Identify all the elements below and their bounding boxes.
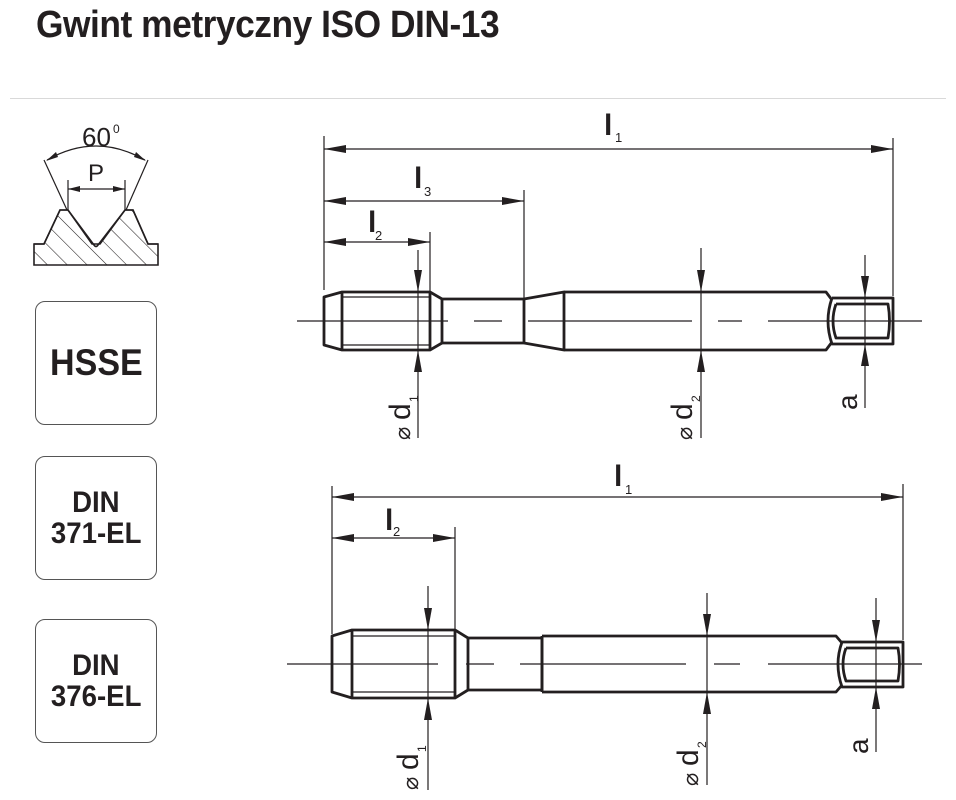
d1-label: d <box>384 403 417 420</box>
tap-din-376-drawing: l 1 l 2 ⌀ d 1 ⌀ d 2 a <box>287 460 922 790</box>
d2-diameter-symbol: ⌀ <box>672 427 697 440</box>
badge-din-376-line2: 376-EL <box>50 680 142 713</box>
badge-hsse-label: HSSE <box>49 341 143 383</box>
neck-section <box>442 297 526 345</box>
l3-label: l <box>414 162 422 195</box>
a-label: a <box>832 394 863 410</box>
d2-diameter-symbol: ⌀ <box>678 773 703 786</box>
d2-label: d <box>666 403 699 420</box>
shank-section <box>564 290 834 352</box>
thread-profile-body <box>33 209 159 266</box>
badge-din-371-el: DIN 371-EL <box>35 456 157 580</box>
thread-profile-icon: 60 0 P <box>33 122 159 266</box>
angle-degree-symbol: 0 <box>113 122 120 136</box>
a-label: a <box>843 738 874 754</box>
l1-subscript: 1 <box>625 482 632 497</box>
taper-section <box>523 290 566 352</box>
d1-label: d <box>392 753 425 770</box>
header-divider <box>10 98 946 99</box>
square-end <box>836 640 905 689</box>
l1-subscript: 1 <box>615 130 622 145</box>
angle-arc <box>46 145 146 161</box>
angle-leg-left <box>43 159 68 211</box>
l2-label: l <box>368 206 376 239</box>
d2-label: d <box>672 749 705 766</box>
pitch-arrow-right <box>113 186 125 192</box>
angle-arrow-left <box>46 152 58 161</box>
angle-leg-right <box>125 159 149 211</box>
badge-din-376-line1: DIN <box>72 648 120 682</box>
l1-label: l <box>614 460 622 493</box>
d1-diameter-symbol: ⌀ <box>398 777 423 790</box>
shank-section <box>540 634 844 694</box>
square-end <box>826 296 895 346</box>
pitch-arrow-left <box>68 186 80 192</box>
l3-subscript: 3 <box>424 184 431 199</box>
d2-subscript: 2 <box>695 741 709 748</box>
d2-subscript: 2 <box>689 395 703 402</box>
angle-label: 60 <box>82 122 111 152</box>
badge-hsse: HSSE <box>35 301 157 425</box>
d1-diameter-symbol: ⌀ <box>390 427 415 440</box>
tap-din-371-drawing: l 1 l 3 l 2 ⌀ d 1 ⌀ d 2 <box>297 109 922 440</box>
angle-arrow-right <box>134 152 146 161</box>
l2-label: l <box>385 504 393 537</box>
badge-din-371-line1: DIN <box>72 485 120 519</box>
page-title: Gwint metryczny ISO DIN-13 <box>36 4 500 46</box>
pitch-label: P <box>88 160 104 187</box>
l1-label: l <box>604 109 612 142</box>
l2-subscript: 2 <box>375 228 382 243</box>
l2-subscript: 2 <box>393 524 400 539</box>
d1-subscript: 1 <box>415 745 429 752</box>
badge-din-371-line2: 371-EL <box>50 517 142 550</box>
badge-din-376-el: DIN 376-EL <box>35 619 157 743</box>
d1-subscript: 1 <box>407 395 421 402</box>
